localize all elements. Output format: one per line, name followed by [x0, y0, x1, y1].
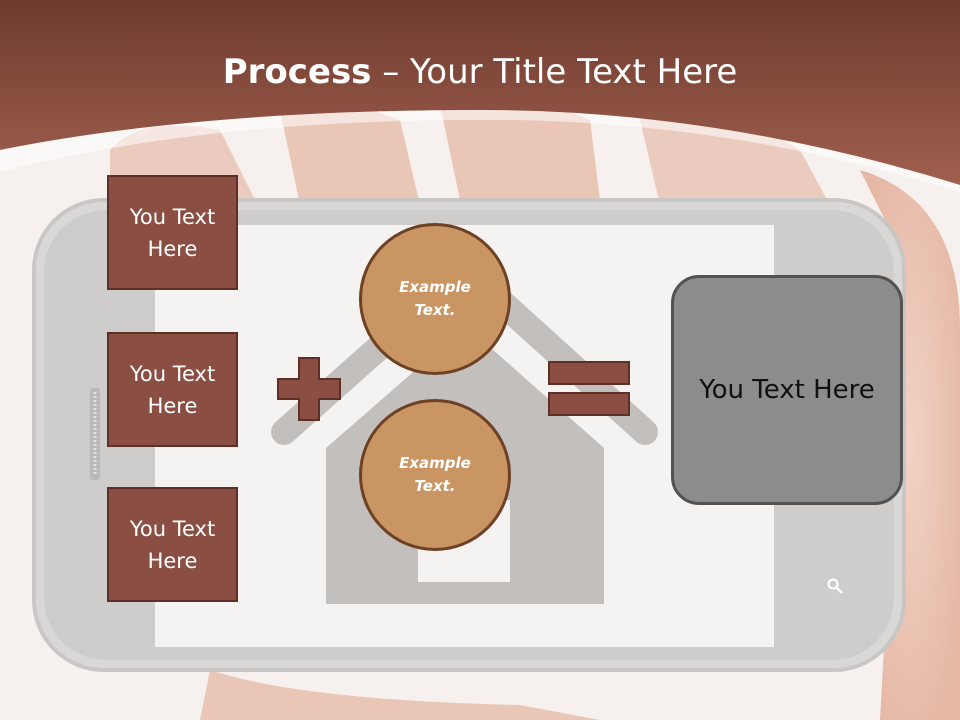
slide-title: Process – Your Title Text Here — [0, 52, 960, 92]
example-circle-2-label: Example Text. — [399, 454, 471, 495]
example-circle-1[interactable]: Example Text. — [359, 223, 511, 375]
plus-icon — [277, 357, 341, 421]
text-box-1[interactable]: You Text Here — [107, 175, 238, 290]
text-box-3[interactable]: You Text Here — [107, 487, 238, 602]
title-rest: – Your Title Text Here — [371, 52, 738, 92]
text-box-3-label: You Text Here — [129, 516, 216, 573]
text-box-1-label: You Text Here — [129, 204, 216, 261]
result-box[interactable]: You Text Here — [671, 275, 903, 505]
result-box-label: You Text Here — [699, 375, 875, 405]
title-bold: Process — [222, 52, 372, 92]
search-icon[interactable] — [826, 577, 844, 595]
equals-icon — [548, 361, 630, 416]
text-box-2[interactable]: You Text Here — [107, 332, 238, 447]
example-circle-2[interactable]: Example Text. — [359, 399, 511, 551]
text-box-2-label: You Text Here — [129, 361, 216, 418]
example-circle-1-label: Example Text. — [399, 278, 471, 319]
